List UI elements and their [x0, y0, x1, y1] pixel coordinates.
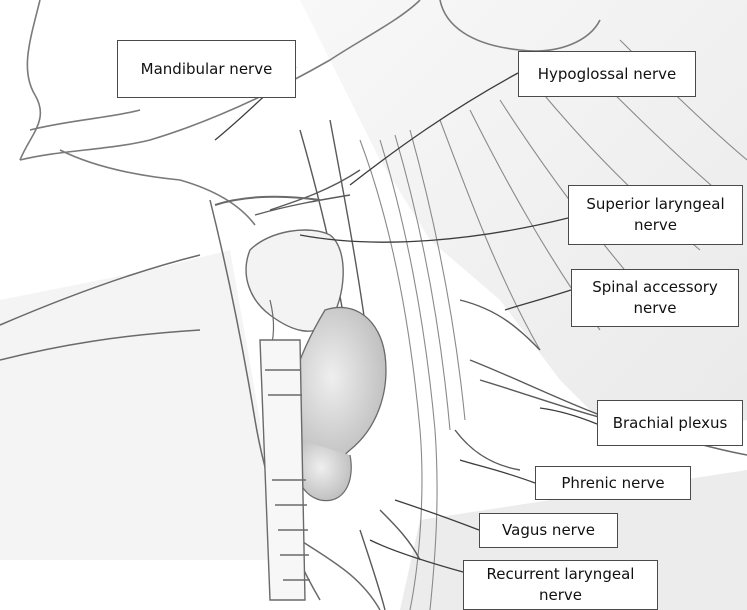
label-recurrent-laryngeal-nerve: Recurrent laryngeal nerve [463, 560, 658, 610]
label-recurrent-laryngeal-line2: nerve [539, 585, 582, 606]
label-spinal-accessory-nerve: Spinal accessory nerve [571, 269, 739, 327]
label-superior-laryngeal-line1: Superior laryngeal [586, 194, 724, 215]
label-superior-laryngeal-line2: nerve [634, 215, 677, 236]
label-recurrent-laryngeal-line1: Recurrent laryngeal [487, 564, 635, 585]
label-brachial-plexus-text: Brachial plexus [613, 413, 728, 434]
label-vagus-text: Vagus nerve [502, 520, 595, 541]
label-mandibular-nerve: Mandibular nerve [117, 40, 296, 98]
label-spinal-accessory-line1: Spinal accessory [592, 277, 718, 298]
label-vagus-nerve: Vagus nerve [479, 513, 618, 548]
label-brachial-plexus: Brachial plexus [597, 400, 743, 446]
label-mandibular-text: Mandibular nerve [141, 59, 273, 80]
label-phrenic-text: Phrenic nerve [561, 473, 664, 494]
label-hypoglossal-nerve: Hypoglossal nerve [518, 51, 696, 97]
label-phrenic-nerve: Phrenic nerve [535, 466, 691, 500]
label-hypoglossal-text: Hypoglossal nerve [538, 64, 677, 85]
label-spinal-accessory-line2: nerve [633, 298, 676, 319]
label-superior-laryngeal-nerve: Superior laryngeal nerve [568, 185, 743, 245]
